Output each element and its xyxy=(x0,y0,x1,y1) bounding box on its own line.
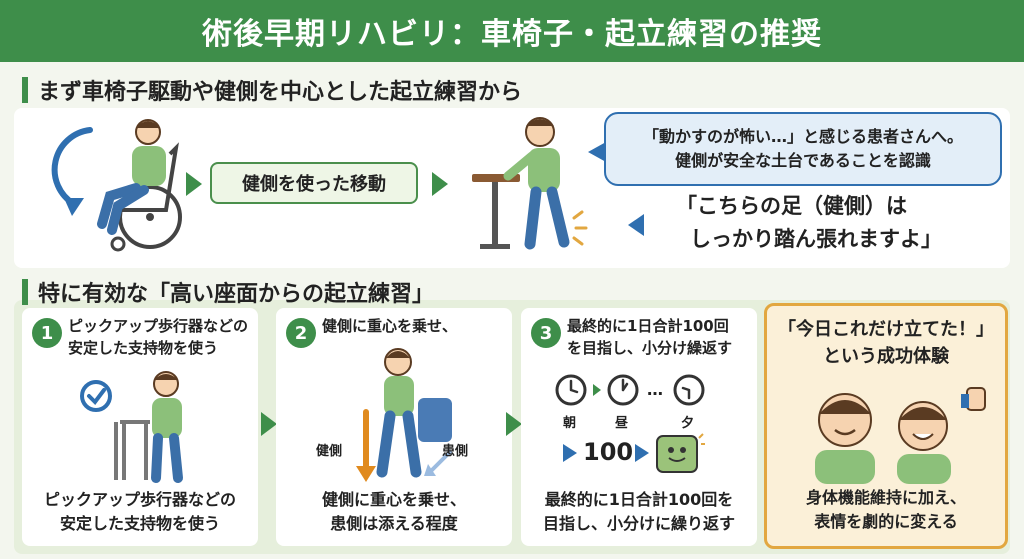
arrow-right-icon xyxy=(186,172,202,196)
step-description: 最終的に1日合計100回を 目指し、小分けに繰り返す xyxy=(542,490,735,533)
section-marker xyxy=(22,279,28,305)
quote-line1: 「こちらの足（健側）は xyxy=(676,194,907,218)
arrow-left-icon xyxy=(628,214,644,236)
quote-line2: しっかり踏ん張れますよ」 xyxy=(690,226,942,251)
section1-heading: まず車椅子駆動や健側を中心とした起立練習から xyxy=(22,74,522,106)
speech-bubble-tail xyxy=(588,142,606,162)
counter-device-icon xyxy=(656,433,705,473)
clock-morning-icon xyxy=(555,374,587,406)
section2-title: 特に有効な「高い座面からの起立練習」 xyxy=(38,282,435,307)
bubble-line1: 「動かすのが怖い…」と感じる患者さんへ。 xyxy=(642,127,963,146)
page-header: 術後早期リハビリ：車椅子・起立練習の推奨 xyxy=(0,0,1024,62)
step-description: 健側に重心を乗せ、 患側は添える程度 xyxy=(321,490,466,533)
arrow-right-icon xyxy=(593,384,601,396)
step-card-1: 1 ピックアップ歩行器などの 安定した支持物を使う ピックアップ歩行器などの 安… xyxy=(22,308,258,546)
walker-figure xyxy=(80,371,183,483)
arrow-right-icon xyxy=(432,172,448,196)
success-heading: 「今日これだけ立てた！」 という成功体験 xyxy=(778,319,994,367)
step-card-2: 2 健側に重心を乗せ、 健側 患側 健側に重心を乗せ、 患側は添える程度 xyxy=(276,308,512,546)
section-marker xyxy=(22,77,28,103)
speech-bubble: 「動かすのが怖い…」と感じる患者さんへ。 健側が安全な土台であることを認識 xyxy=(604,112,1002,186)
arrow-right-icon xyxy=(563,444,577,462)
step-number: 2 xyxy=(286,318,316,348)
count-value: 100 xyxy=(583,438,634,466)
affected-side-label: 患側 xyxy=(442,444,469,459)
step-heading: 健側に重心を乗せ、 xyxy=(322,317,458,335)
section2-heading: 特に有効な「高い座面からの起立練習」 xyxy=(22,276,434,308)
step-card-3: 3 最終的に1日合計100回 を目指し、小分け繰返す … 朝 昼 夕 100 最… xyxy=(521,308,757,546)
step-heading: 最終的に1日合計100回 を目指し、小分け繰返す xyxy=(567,317,733,357)
healthy-side-label: 健側 xyxy=(316,444,343,459)
time-label-morning: 朝 xyxy=(563,416,577,431)
arrow-right-icon xyxy=(261,412,277,436)
clock-evening-icon xyxy=(673,374,705,406)
clock-noon-icon xyxy=(607,374,639,406)
step-heading: ピックアップ歩行器などの 安定した支持物を使う xyxy=(68,317,249,357)
success-experience-card: 「今日これだけ立てた！」 という成功体験 身体機能維持に加え、 表情を劇的に変え… xyxy=(764,303,1008,549)
step-number: 1 xyxy=(32,318,62,348)
encouragement-quote: 「こちらの足（健側）は しっかり踏ん張れますよ」 xyxy=(676,190,942,255)
wheelchair-figure xyxy=(51,119,182,252)
healthy-side-movement-label: 健側を使った移動 xyxy=(210,162,418,204)
arrow-right-icon xyxy=(635,444,649,462)
page-title: 術後早期リハビリ：車椅子・起立練習の推奨 xyxy=(202,17,822,52)
standing-patient-figure xyxy=(472,117,588,250)
time-label-noon: 昼 xyxy=(615,416,629,431)
happy-people-figure xyxy=(815,387,986,484)
section1-title: まず車椅子駆動や健側を中心とした起立練習から xyxy=(38,80,523,105)
ellipsis: … xyxy=(647,380,663,399)
time-label-evening: 夕 xyxy=(681,416,695,431)
weight-shift-figure xyxy=(356,348,452,482)
bubble-line2: 健側が安全な土台であることを認識 xyxy=(675,151,931,170)
success-description: 身体機能維持に加え、 表情を劇的に変える xyxy=(805,488,966,531)
step-number: 3 xyxy=(531,318,561,348)
arrow-right-icon xyxy=(506,412,522,436)
step-description: ピックアップ歩行器などの 安定した支持物を使う xyxy=(43,490,236,533)
